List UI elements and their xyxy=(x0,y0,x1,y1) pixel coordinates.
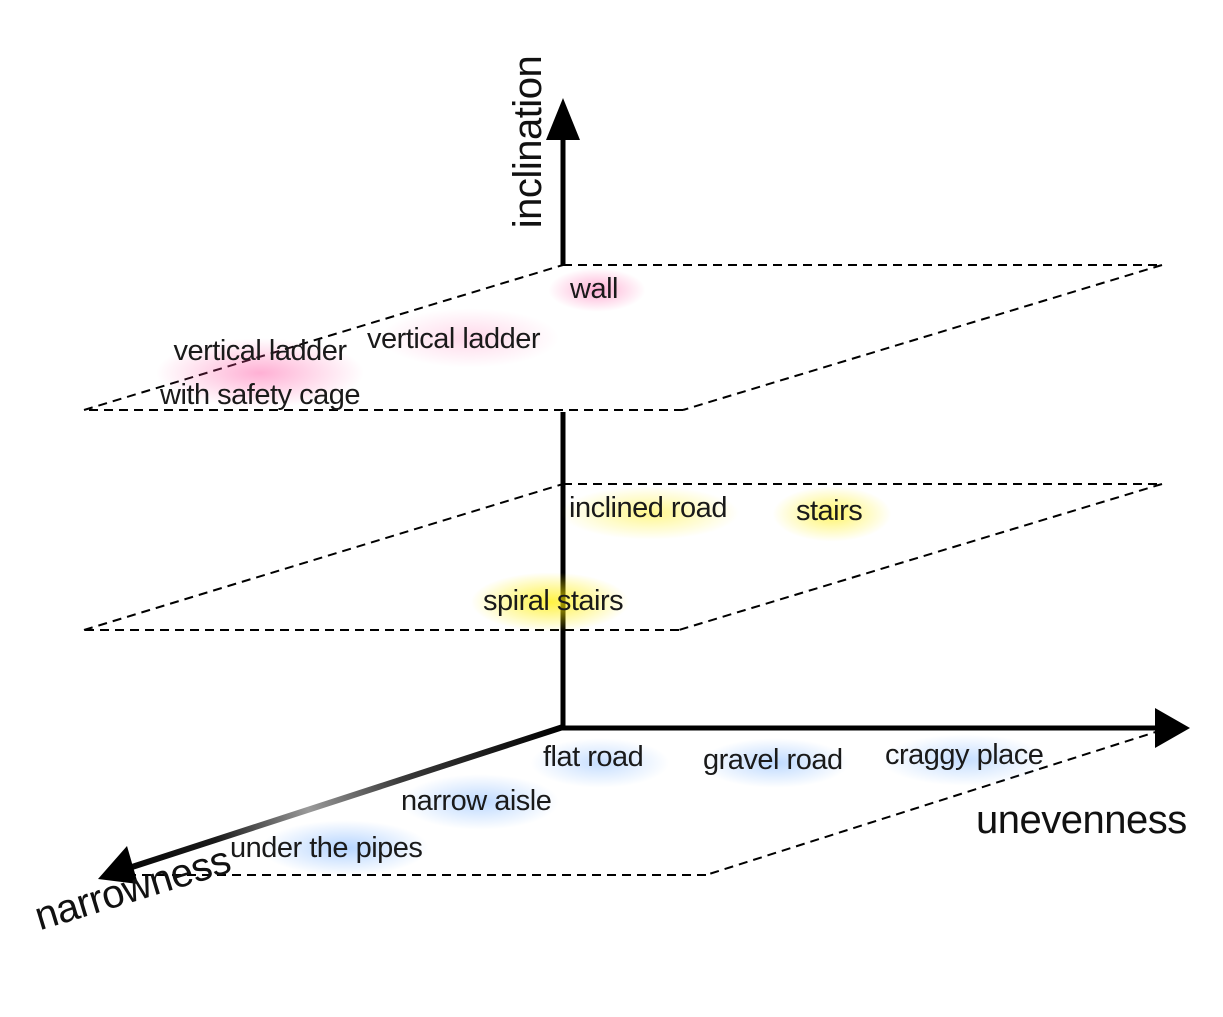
item-vertical-ladder-with-safety-cage: vertical ladder with safety cage xyxy=(160,334,360,412)
item-vertical-ladder: vertical ladder xyxy=(367,323,541,355)
item-gravel-road: gravel road xyxy=(703,744,843,776)
unevenness-arrowhead xyxy=(1155,708,1190,748)
narrowness-arrowhead xyxy=(98,846,138,884)
inclination-axis-label: inclination xyxy=(506,55,550,229)
ground-level-plane xyxy=(130,729,1163,876)
narrowness-axis xyxy=(98,724,564,884)
item-under-the-pipes: under the pipes xyxy=(230,832,423,864)
item-vertical-ladder-cage-line2: with safety cage xyxy=(160,379,360,411)
unevenness-axis-label: unevenness xyxy=(976,798,1187,842)
high-level-plane xyxy=(83,264,1163,411)
item-wall: wall xyxy=(570,273,618,305)
item-craggy-place: craggy place xyxy=(885,739,1044,771)
item-flat-road: flat road xyxy=(543,741,644,773)
item-vertical-ladder-cage-line1: vertical ladder xyxy=(173,335,347,367)
inclination-arrowhead xyxy=(546,98,580,140)
middle-level-plane xyxy=(83,483,1163,631)
unevenness-axis xyxy=(561,708,1190,748)
item-inclined-road: inclined road xyxy=(569,492,727,524)
item-stairs: stairs xyxy=(796,495,863,527)
item-spiral-stairs: spiral stairs xyxy=(483,585,624,617)
inclination-axis xyxy=(546,98,580,727)
item-narrow-aisle: narrow aisle xyxy=(401,785,552,817)
